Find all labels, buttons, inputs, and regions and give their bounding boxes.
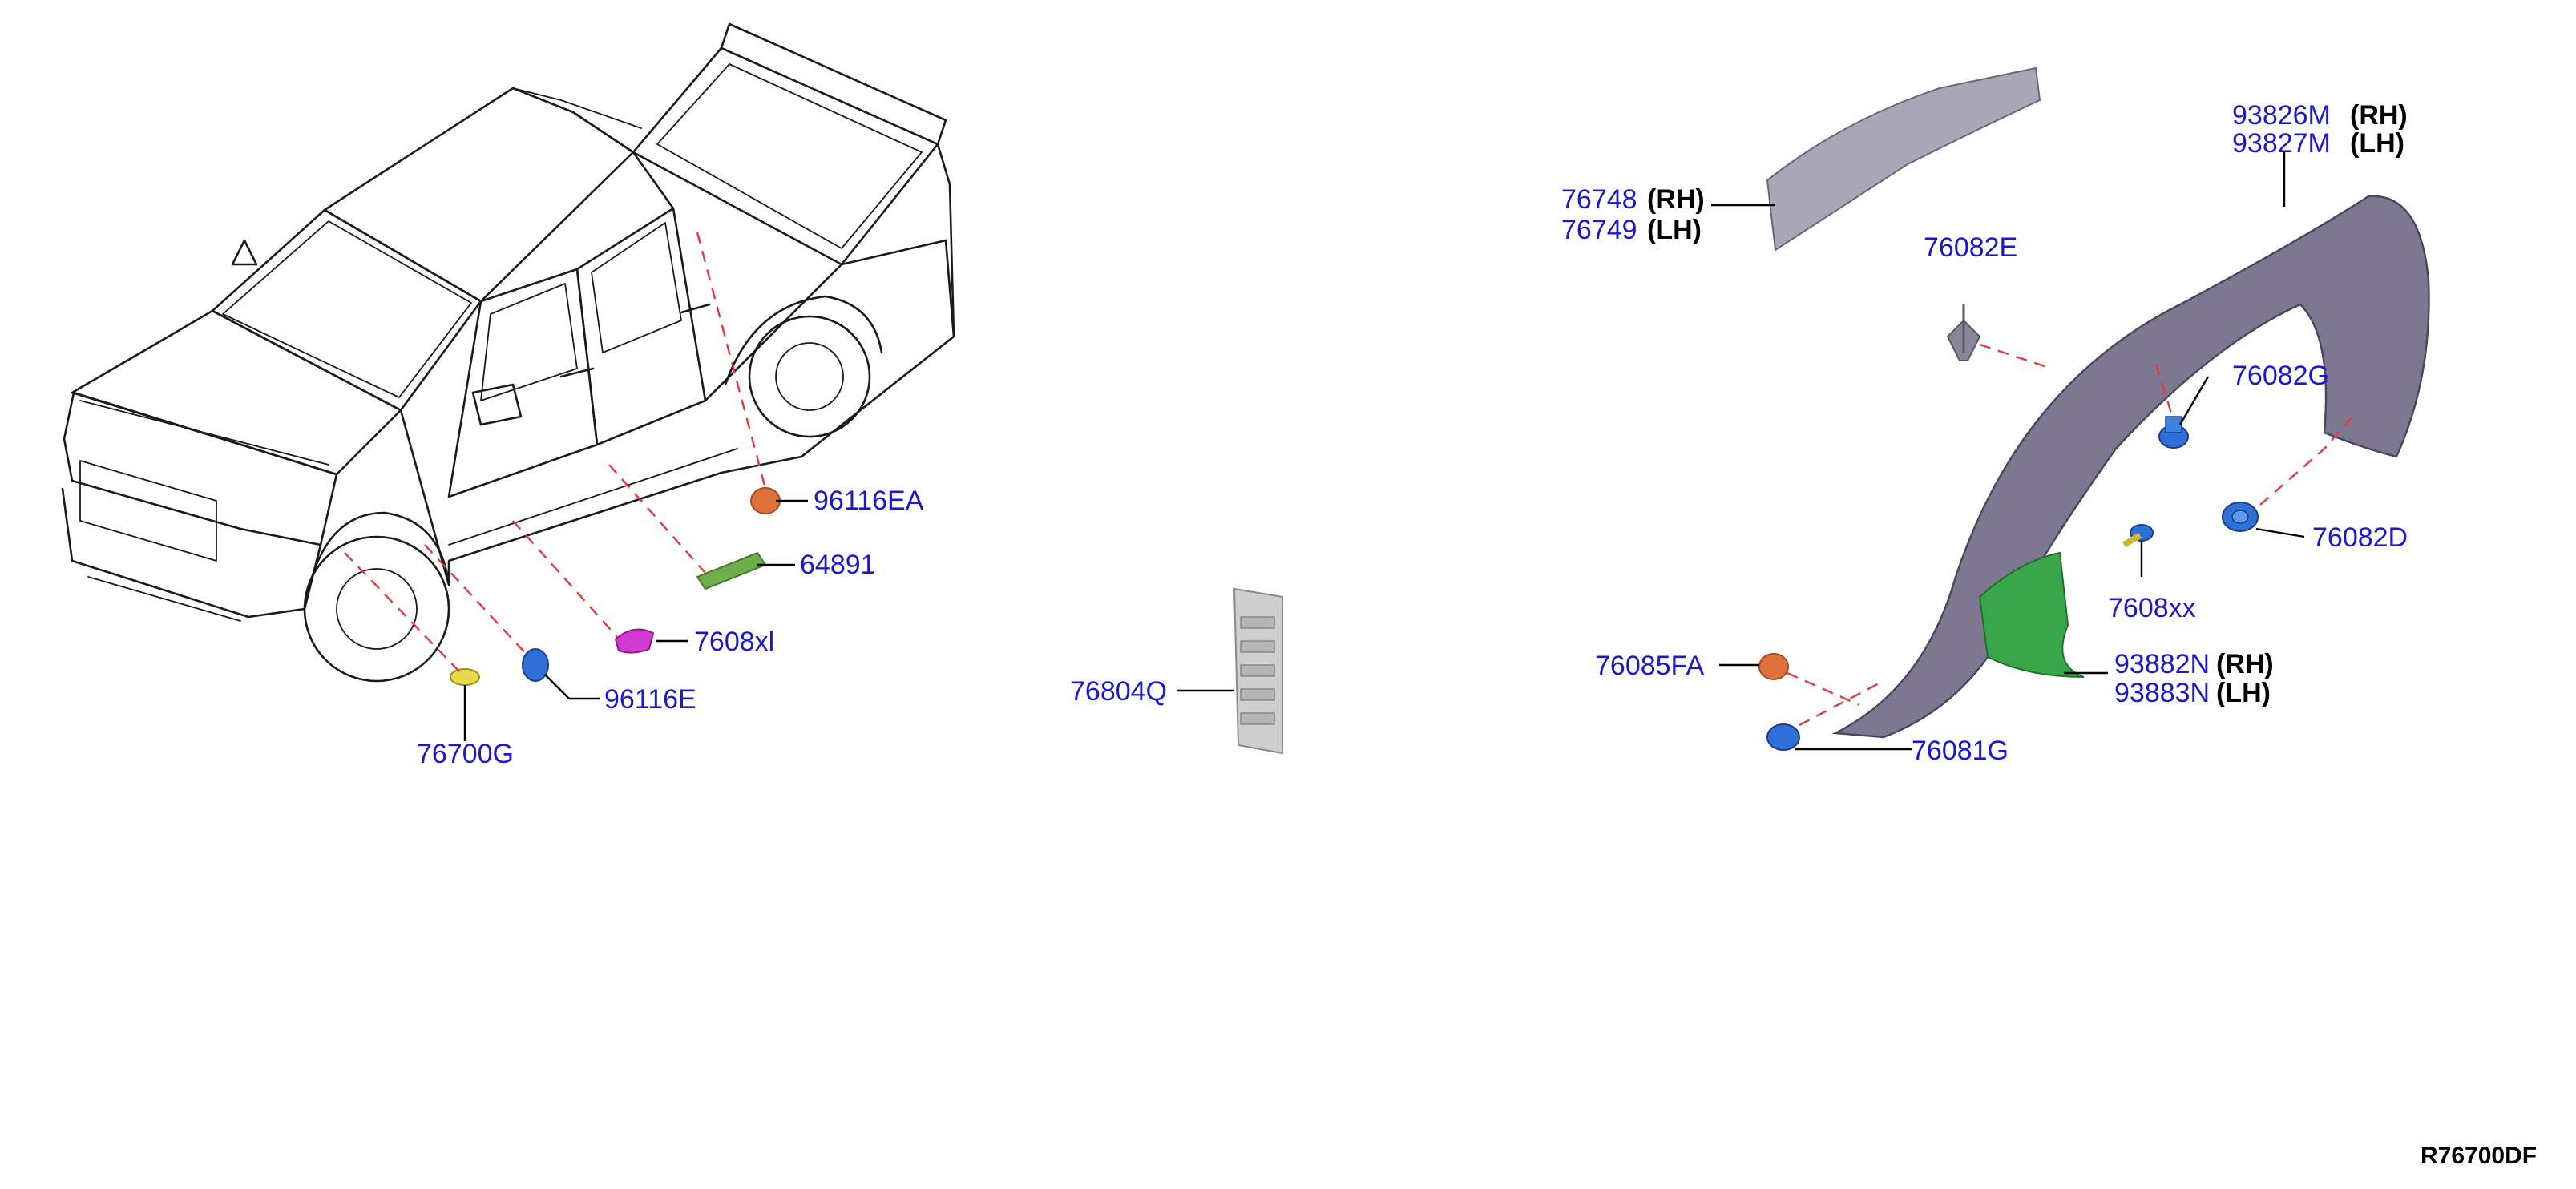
label-96116ea: 96116EA	[814, 486, 924, 516]
reference-code: R76700DF	[2421, 1143, 2537, 1169]
clip-76082d-icon	[2222, 502, 2259, 532]
label-93882n: 93882N	[2114, 649, 2210, 679]
clip-76082g-icon	[2158, 416, 2189, 449]
protector-64891-icon	[696, 551, 767, 590]
mud-guard-93882n-icon	[1978, 551, 2085, 678]
dash-76085fa	[1787, 671, 1860, 707]
label-93827m: 93827M	[2232, 128, 2331, 159]
label-76081g: 76081G	[1912, 736, 2009, 766]
label-76700g: 76700G	[417, 739, 514, 769]
label-76082g: 76082G	[2232, 361, 2329, 391]
dash-76082g	[2154, 364, 2175, 421]
dash-76082d	[2259, 416, 2353, 506]
label-7608x-left: 7608xl	[694, 627, 774, 657]
seal-magenta-icon	[614, 628, 655, 654]
dash-76082e	[1979, 343, 2053, 370]
label-76749: 76749	[1561, 215, 1637, 245]
label-76748: 76748	[1561, 184, 1637, 215]
label-7608xx: 7608xx	[2108, 593, 2196, 623]
clip-76082e-icon	[1946, 304, 1981, 361]
splash-shield-76748-icon	[1766, 67, 2041, 252]
grommet-76085fa-icon	[1758, 653, 1789, 680]
label-93827m-side: (LH)	[2350, 128, 2404, 159]
label-96116e: 96116E	[604, 684, 696, 715]
label-93883n-side: (LH)	[2216, 678, 2271, 708]
clip-76081g-icon	[1766, 723, 1800, 751]
pickup-truck-illustration	[61, 22, 955, 683]
label-76082d: 76082D	[2312, 522, 2408, 553]
leader-76082g	[2178, 376, 2210, 425]
label-76804q: 76804Q	[1070, 676, 1167, 707]
label-93883n: 93883N	[2114, 678, 2210, 708]
label-93826m: 93826M	[2232, 100, 2331, 131]
screw-7608xx-icon	[2122, 524, 2154, 548]
label-76748-side: (RH)	[1647, 184, 1705, 215]
label-76082e: 76082E	[1924, 232, 2017, 263]
label-93882n-side: (RH)	[2216, 649, 2274, 679]
grommet-96116ea-icon	[750, 487, 781, 514]
label-64891: 64891	[800, 550, 876, 580]
label-93826m-side: (RH)	[2350, 100, 2408, 131]
cap-76700g-icon	[450, 668, 480, 686]
grommet-96116e-icon	[522, 648, 549, 682]
bracket-76804q-icon	[1233, 587, 1283, 755]
left-solid-leaders	[463, 499, 808, 741]
dash-76081g	[1799, 679, 1884, 727]
label-76749-side: (LH)	[1647, 215, 1702, 245]
left-dashed-leaders	[344, 232, 767, 674]
label-76085fa: 76085FA	[1595, 651, 1704, 681]
leader-76082d	[2255, 527, 2305, 538]
